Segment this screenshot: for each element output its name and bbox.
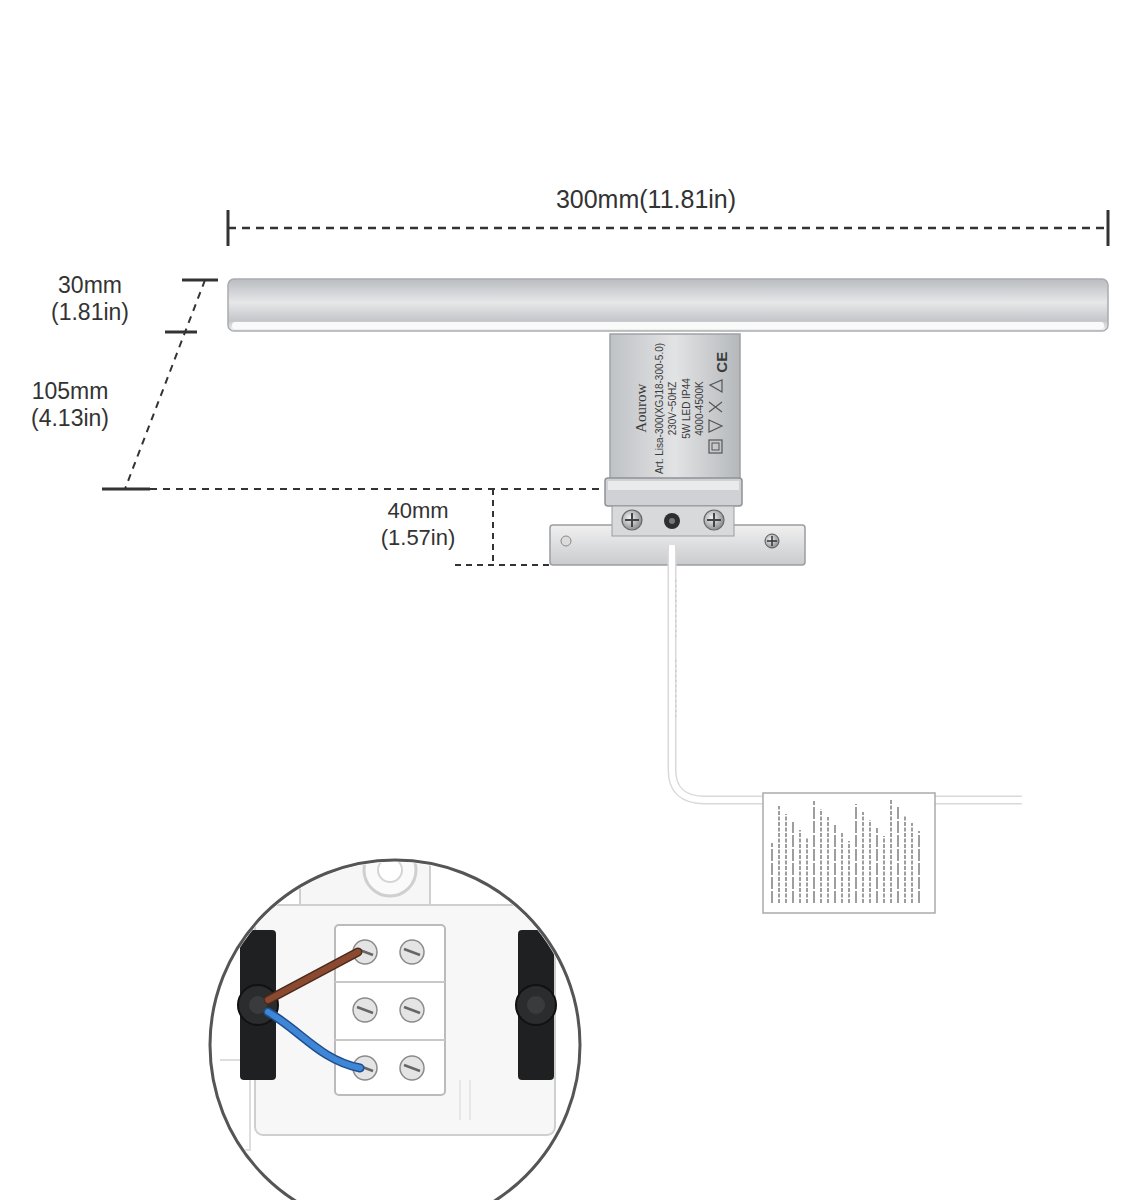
dimension-label: 40mm	[387, 499, 448, 523]
screw-slot	[404, 949, 420, 955]
dimension-label: 105mm	[32, 379, 109, 404]
tag-print	[883, 836, 884, 903]
tag-print	[876, 828, 877, 903]
product-label-text: 5W LED IP44	[681, 378, 692, 439]
tag-print	[911, 823, 912, 903]
screw-slot	[357, 1007, 373, 1013]
tag-print	[778, 806, 779, 903]
tag-print	[827, 817, 828, 903]
dimension-label: 300mm(11.81in)	[556, 186, 736, 214]
product-label-text: Art. Lisa-300(XGJ18-300-5.0)	[654, 342, 665, 473]
screw-slot	[404, 1007, 420, 1013]
tag-print	[806, 838, 807, 903]
tag-print	[897, 807, 898, 903]
tag-print	[841, 833, 842, 903]
tag-print	[862, 812, 863, 903]
tag-print	[792, 822, 793, 903]
tag-print	[918, 831, 919, 903]
tag-print	[904, 815, 905, 903]
product-label-text: 230V~50HZ	[668, 381, 679, 435]
tag-print	[834, 825, 835, 903]
tag-print	[890, 799, 891, 903]
product-label-text: CE	[714, 352, 731, 373]
dimension-label: 30mm	[58, 273, 122, 298]
tag-print	[785, 814, 786, 903]
tag-print	[848, 841, 849, 903]
tag-print	[799, 830, 800, 903]
terminal-screw	[353, 998, 377, 1022]
dimension-label: (4.13in)	[31, 406, 109, 431]
terminal-screw	[400, 940, 424, 964]
product-label-text: Aourow	[634, 383, 651, 432]
terminal-screw	[400, 998, 424, 1022]
tag-print	[771, 843, 772, 903]
dimension-label: (1.81in)	[51, 300, 129, 325]
terminal-screw	[400, 1056, 424, 1080]
tag-print	[855, 804, 856, 903]
tag-print	[813, 801, 814, 903]
tag-print	[869, 820, 870, 903]
screw-slot	[404, 1065, 420, 1071]
dimension-label: (1.57in)	[381, 526, 456, 550]
product-label-text: 4000-4500K	[694, 381, 705, 436]
tag-print	[820, 809, 821, 903]
